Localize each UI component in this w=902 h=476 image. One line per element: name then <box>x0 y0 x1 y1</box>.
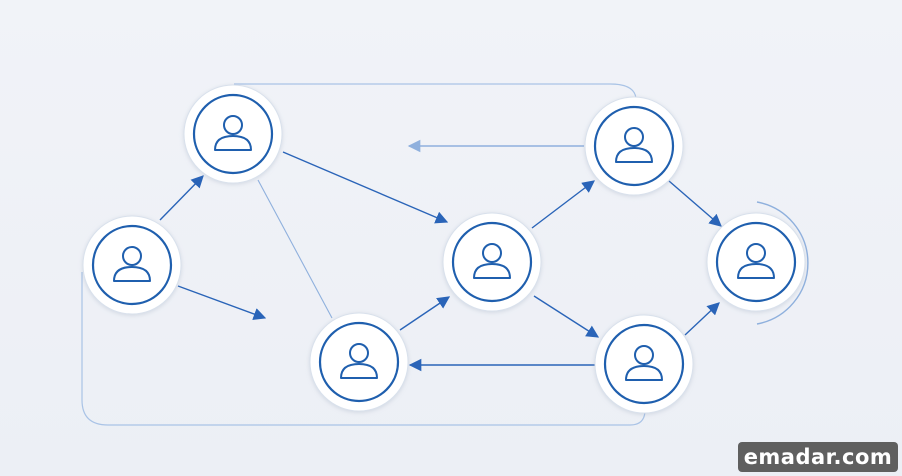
edge-n1-n2 <box>159 175 204 221</box>
diagram-edges <box>159 139 722 372</box>
diagram-nodes <box>82 84 806 414</box>
node-n6 <box>594 314 694 414</box>
user-icon <box>473 243 511 279</box>
user-icon <box>214 115 252 151</box>
edge-n6-n7 <box>684 302 720 336</box>
edge-n4-n6 <box>533 295 600 338</box>
user-icon <box>737 243 775 279</box>
edge-n4-n5 <box>531 180 596 229</box>
node-n4 <box>442 212 542 312</box>
edge-n5-n7 <box>668 180 722 227</box>
edge-n2-n3-faint <box>257 179 333 319</box>
node-n2 <box>183 84 283 184</box>
node-n7 <box>706 212 806 312</box>
user-icon <box>615 127 653 163</box>
user-icon <box>113 246 151 282</box>
node-n3 <box>309 312 409 412</box>
edge-n1-mid <box>177 285 267 320</box>
faint-frame-bottom <box>81 272 646 426</box>
node-n5 <box>584 96 684 196</box>
user-icon <box>340 343 378 379</box>
node-n1 <box>82 215 182 315</box>
edge-n3-n4 <box>399 296 451 331</box>
faint-frame-top <box>234 83 637 101</box>
watermark-logo: emadar.com <box>738 442 898 472</box>
edge-n2-n4 <box>282 151 449 224</box>
user-icon <box>625 345 663 381</box>
faint-arc-right <box>756 201 809 325</box>
